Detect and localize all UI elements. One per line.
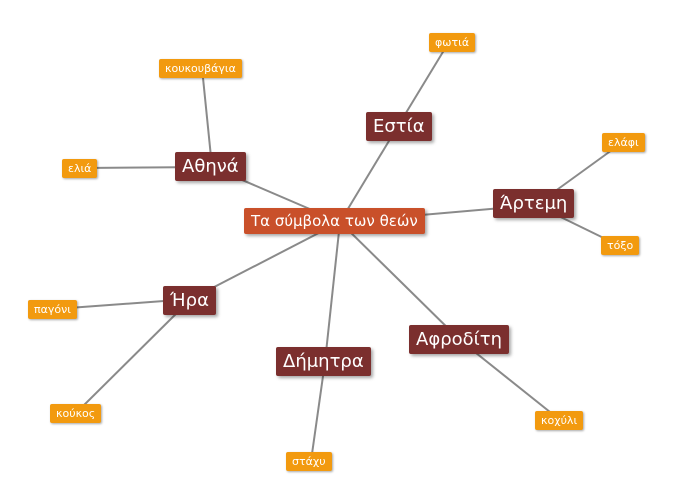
god-node-aphrodite[interactable]: Αφροδίτη [409,325,509,354]
link-center-aphrodite [339,221,462,342]
symbol-label-owl: κουκουβάγια [165,62,236,75]
symbol-node-cuckoo[interactable]: κούκος [50,404,102,423]
symbol-node-shell[interactable]: κοχύλι [535,411,584,430]
symbol-label-peacock: παγόνι [34,303,71,316]
god-label-artemis: Άρτεμη [500,193,568,214]
symbol-node-olive[interactable]: ελιά [62,159,98,178]
link-hera-cuckoo [75,298,192,414]
god-label-athena: Αθηνά [182,156,239,177]
god-label-demeter: Δήμητρα [283,351,364,372]
symbol-node-peacock[interactable]: παγόνι [28,300,77,319]
symbol-node-fire[interactable]: φωτιά [429,33,476,52]
god-label-hestia: Εστία [373,116,425,137]
center-label: Τα σύμβολα των θεών [251,212,418,230]
link-center-hestia [339,125,399,223]
god-label-hera: Ήρα [170,290,209,311]
god-node-demeter[interactable]: Δήμητρα [276,347,371,376]
link-center-hera [190,221,341,300]
symbol-label-cuckoo: κούκος [56,407,96,420]
link-aphrodite-shell [460,340,561,421]
god-node-hestia[interactable]: Εστία [366,112,432,141]
symbol-label-bow: τόξο [607,239,634,252]
god-node-hera[interactable]: Ήρα [163,286,216,315]
symbol-node-deer[interactable]: ελάφι [602,133,645,152]
link-athena-owl [201,67,213,168]
symbol-node-wheat[interactable]: στάχυ [286,452,332,471]
symbol-label-fire: φωτιά [435,36,470,49]
center-node[interactable]: Τα σύμβολα των θεών [244,208,425,234]
symbol-node-bow[interactable]: τόξο [601,236,640,255]
link-center-demeter [324,221,341,363]
god-label-aphrodite: Αφροδίτη [416,329,502,350]
symbol-label-shell: κοχύλι [541,414,578,427]
symbol-node-owl[interactable]: κουκουβάγια [159,59,242,78]
god-node-athena[interactable]: Αθηνά [175,152,246,181]
link-demeter-wheat [310,361,326,462]
symbol-label-deer: ελάφι [608,136,639,149]
symbol-label-wheat: στάχυ [292,455,326,468]
symbol-label-olive: ελιά [68,162,92,175]
god-node-artemis[interactable]: Άρτεμη [493,189,575,218]
